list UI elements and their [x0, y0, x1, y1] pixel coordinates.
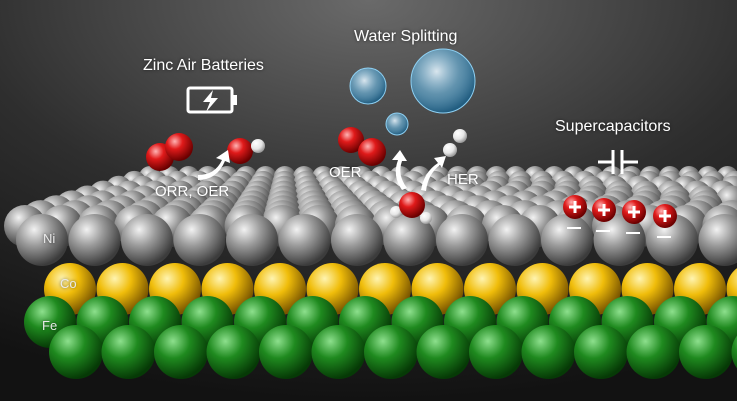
water-molecule [390, 192, 432, 224]
o2-molecule-oer [338, 127, 386, 166]
ni-atom [593, 214, 646, 266]
molecules [146, 127, 467, 224]
fe-atom [731, 335, 737, 369]
ni-atom [121, 214, 173, 266]
fe-atom [679, 325, 733, 379]
battery-charging-icon [186, 86, 237, 114]
ni-atom [226, 214, 278, 266]
ni-atom [68, 214, 121, 266]
fe-atom [574, 325, 628, 379]
fe-atom [416, 325, 471, 379]
fe-atom [521, 325, 576, 379]
ni-atom [646, 214, 698, 266]
h2-molecule-her [443, 129, 467, 157]
plus-sign [659, 210, 671, 222]
ni-atom [331, 214, 383, 266]
ni-atom [173, 214, 226, 266]
fe-atom [469, 325, 523, 379]
bubbles-icon [349, 48, 476, 136]
o2-molecule-zinc-air [146, 133, 193, 171]
oh-molecule-zinc-air [227, 138, 265, 164]
positive-charge-icon [563, 195, 677, 238]
ni-atom [16, 214, 68, 266]
fe-layer-label: Fe [42, 318, 58, 333]
ni-atom [383, 214, 436, 266]
fe-atom [311, 325, 366, 379]
fe-atom [259, 325, 313, 379]
plus-sign [598, 204, 610, 216]
ni-atom [541, 214, 593, 266]
ni-atom [436, 214, 488, 266]
zinc-air-batteries-label: Zinc Air Batteries [143, 57, 264, 74]
ni-atom [278, 214, 331, 266]
arrow-her [421, 156, 446, 191]
fe-atom [101, 325, 156, 379]
capacitor-icon [598, 150, 638, 174]
ni-atom [488, 214, 541, 266]
ni-co-fe-crystal-surface [4, 166, 737, 379]
supercapacitors-label: Supercapacitors [555, 118, 671, 135]
arrow-oer [392, 150, 407, 190]
fe-atom [206, 325, 261, 379]
ni-atom [698, 214, 737, 266]
arrow-orr-oer [198, 150, 230, 180]
fe-atom [49, 325, 103, 379]
reaction-arrows [198, 150, 446, 191]
fe-atom [626, 325, 681, 379]
plus-sign [569, 201, 581, 213]
ni-layer-label: Ni [43, 231, 56, 246]
plus-sign [628, 206, 640, 218]
co-layer-label: Co [60, 276, 77, 291]
orr-oer-label: ORR, OER [155, 183, 230, 200]
her-label: HER [447, 171, 479, 188]
oer-label: OER [329, 164, 362, 181]
fe-atom [364, 325, 418, 379]
fe-atom [154, 325, 208, 379]
water-splitting-label: Water Splitting [354, 28, 458, 45]
